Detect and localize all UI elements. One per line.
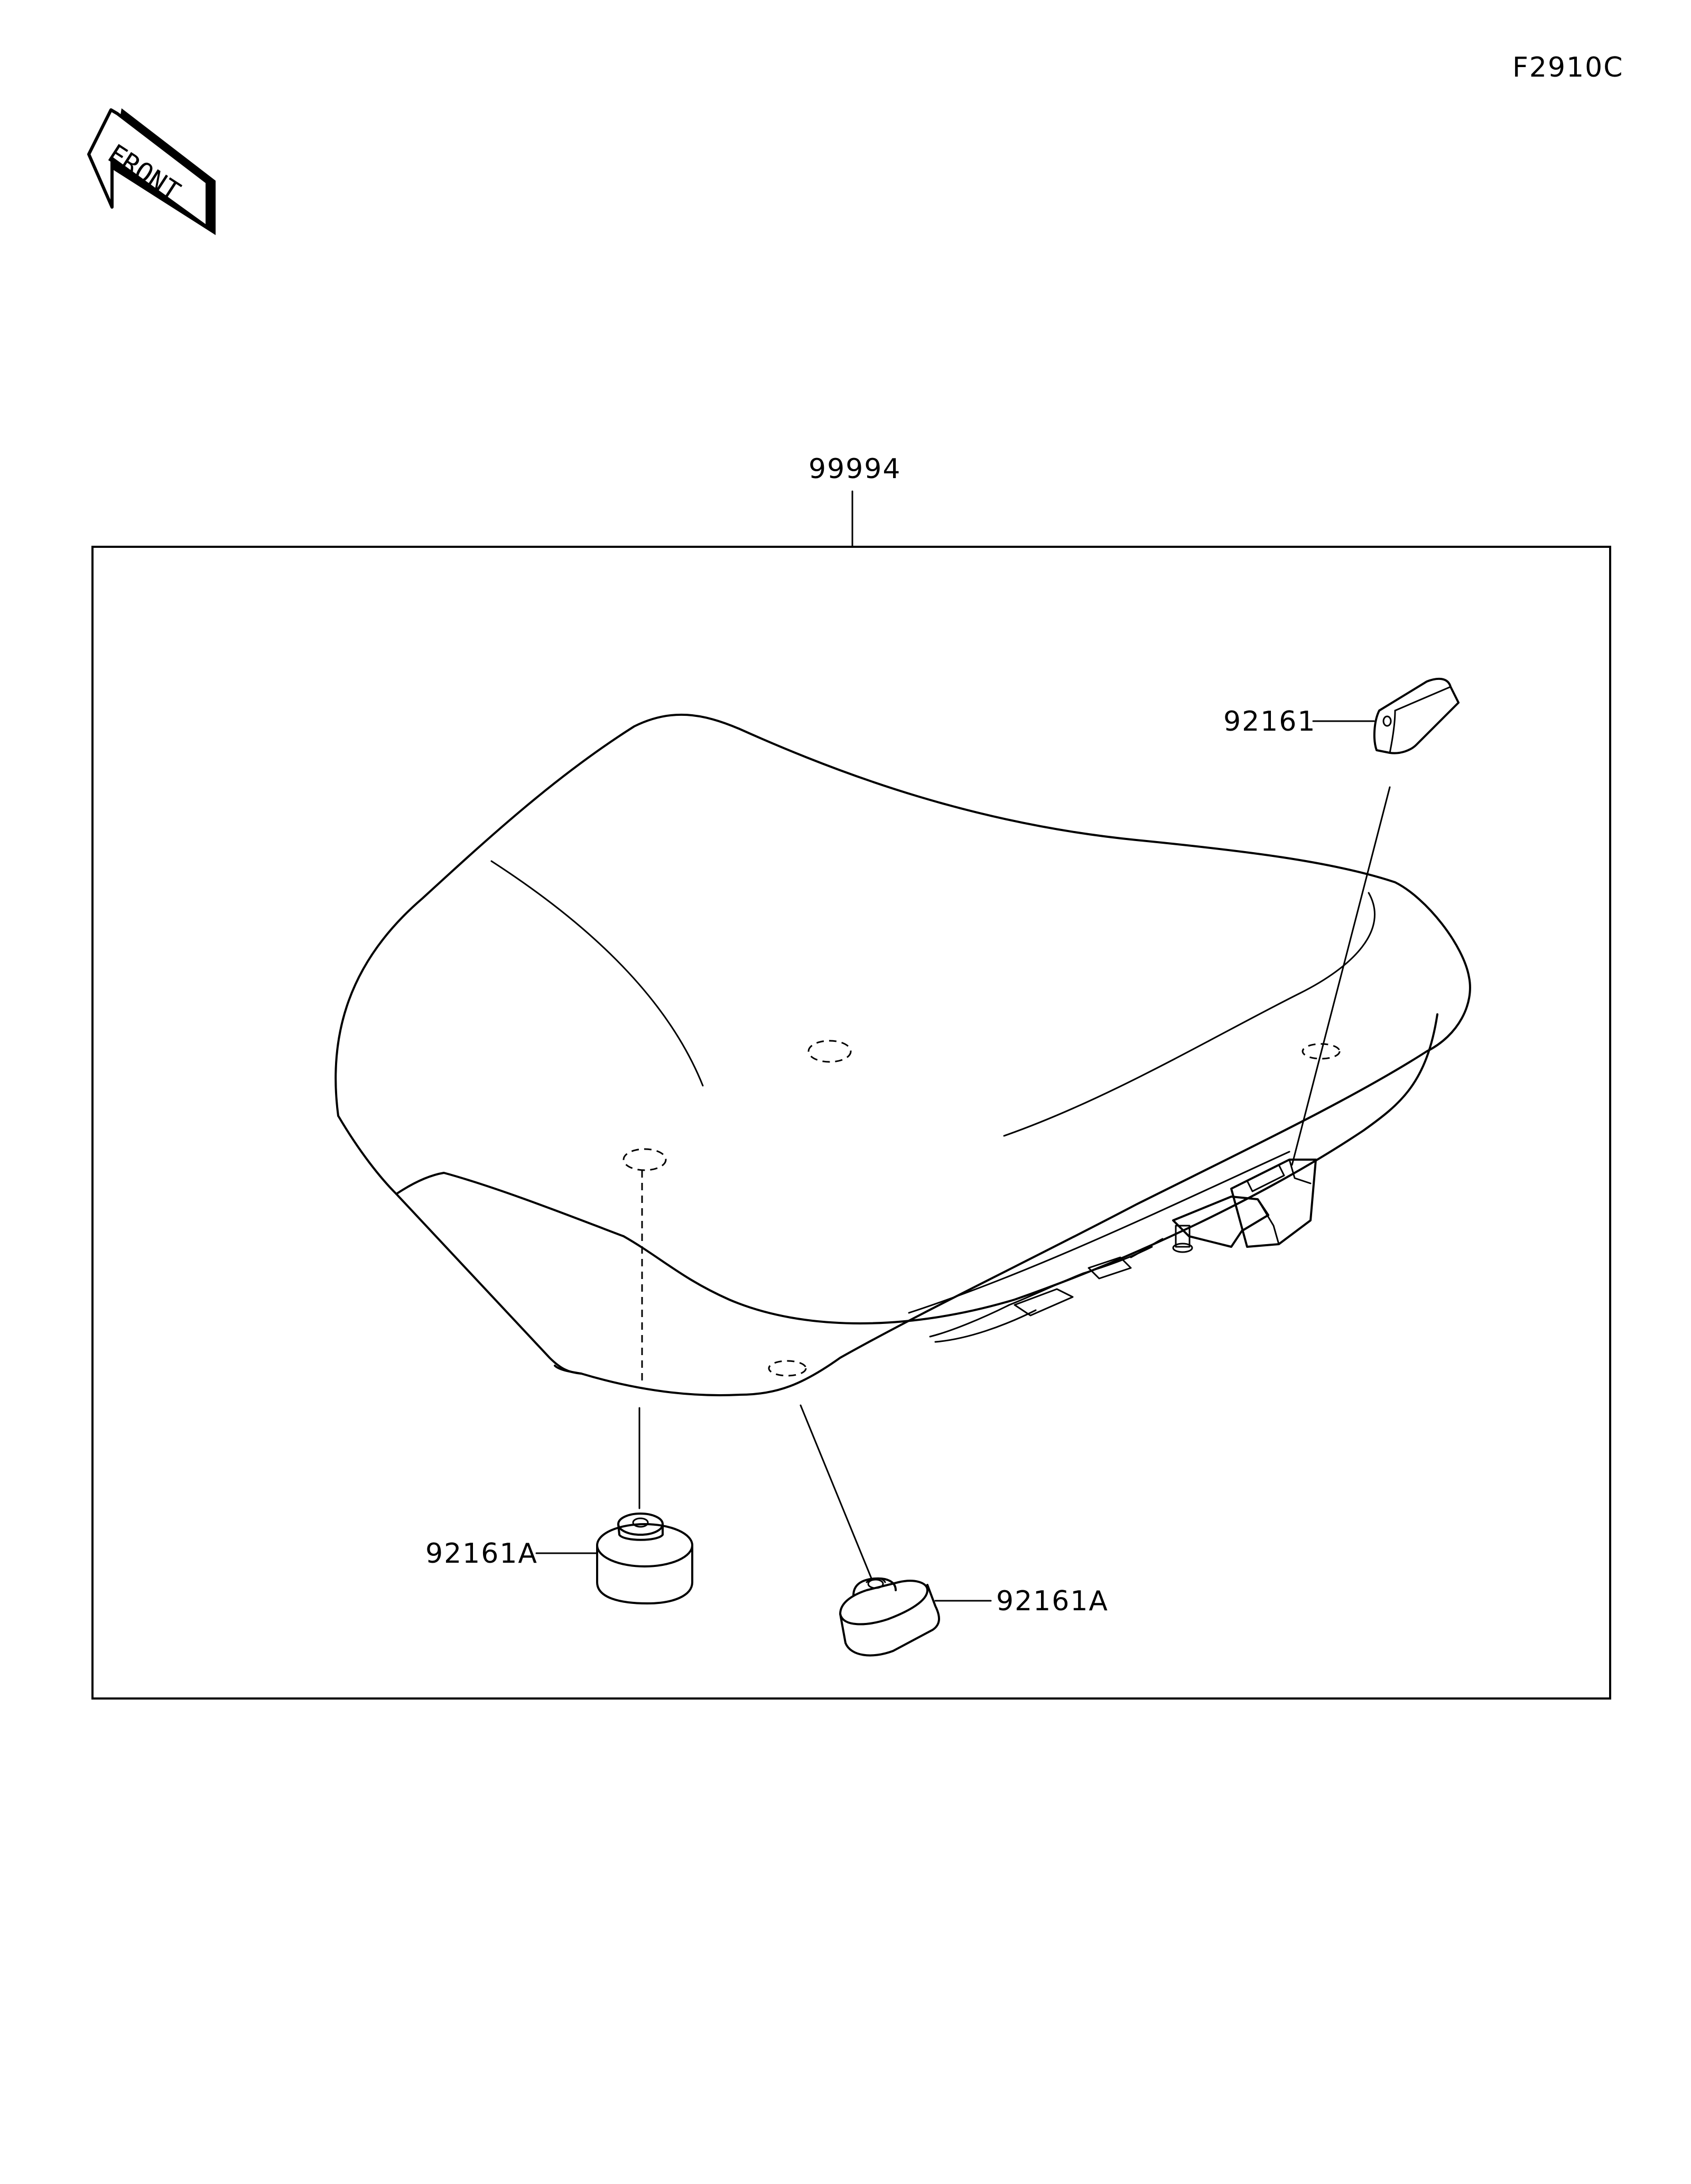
part-label-99994: 99994 <box>809 453 901 485</box>
leader-right-seat <box>800 1404 873 1581</box>
part-92161A-left-icon <box>596 1513 693 1604</box>
part-92161-icon <box>1373 677 1460 754</box>
part-label-92161A-left: 92161A <box>425 1538 538 1570</box>
seat-illustration <box>335 713 1471 1396</box>
part-92161A-right-icon <box>839 1577 940 1657</box>
front-arrow-icon: FRONT <box>87 108 216 235</box>
part-label-92161A-right: 92161A <box>996 1585 1109 1617</box>
figure-code: F2910C <box>1512 52 1624 83</box>
leader-92161-seat <box>1291 786 1391 1166</box>
assembly-frame <box>91 546 1611 1700</box>
part-label-92161: 92161 <box>1223 706 1316 738</box>
